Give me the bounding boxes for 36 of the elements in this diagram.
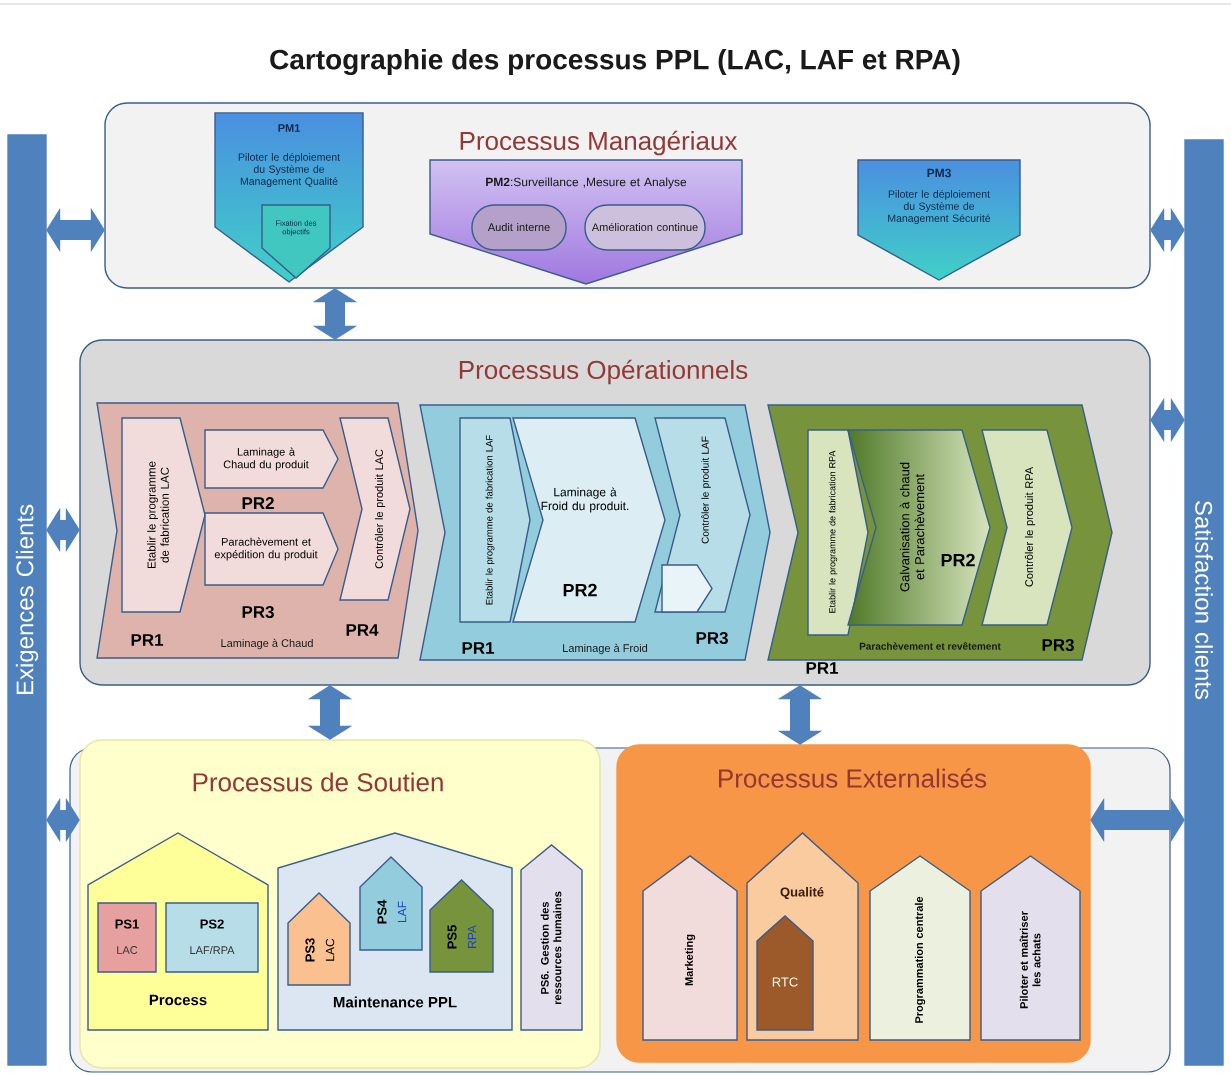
title: Cartographie des processus PPL (LAC, LAF et RPA) [270,48,960,76]
house-box: Piloter et maîtriser les achats [980,855,1081,1041]
process-box: PS2 LAF/RPA [165,902,259,973]
double-arrow [312,288,358,340]
double-arrow [777,685,823,745]
double-arrow [46,507,80,553]
step-label: PR1 [462,642,495,654]
step-label: PR1 [131,634,164,646]
double-arrow [1150,397,1185,443]
arrow-box: Parachèvement et expédition du produit [204,512,339,586]
process-box: PS1 LAC [97,902,157,973]
chevron-box: Contrôler le produit RPA [981,429,1073,626]
double-arrow [307,685,353,740]
rounded-box: Audit interne [471,204,567,251]
rounded-box: Amélioration continue [584,204,706,251]
double-arrow [46,207,105,253]
step-label: PR1 [806,662,839,674]
arrow-box: Laminage à Chaud du produit [204,429,339,489]
arrow-box: Etablir le programme de fabrication RPA [807,429,869,636]
step-label: PR3 [1042,638,1074,651]
step-label: PR3 [242,605,274,618]
double-arrow [1150,207,1185,253]
double-arrow [46,797,80,843]
arrow-box: Etablir le programme de fabrication LAF [459,417,531,623]
house-box: Programmation centrale [869,855,971,1041]
chevron-box: Contrôler le produit LAC [339,417,411,601]
step-label: PR3 [696,631,728,644]
step-label: PR2 [242,497,274,509]
chevron-box: Laminage à Froid du produit. PR2 [512,417,666,623]
house-box: PS4 LAF [359,856,423,951]
step-label: PR4 [346,624,379,636]
house-box: Marketing [642,855,738,1041]
house-box: PS3 LAC [287,892,351,986]
double-arrow [1090,797,1185,843]
house-box: PS5 RPA [429,879,494,973]
house-box: PS6. Gestion des ressources humaines [520,844,583,1031]
